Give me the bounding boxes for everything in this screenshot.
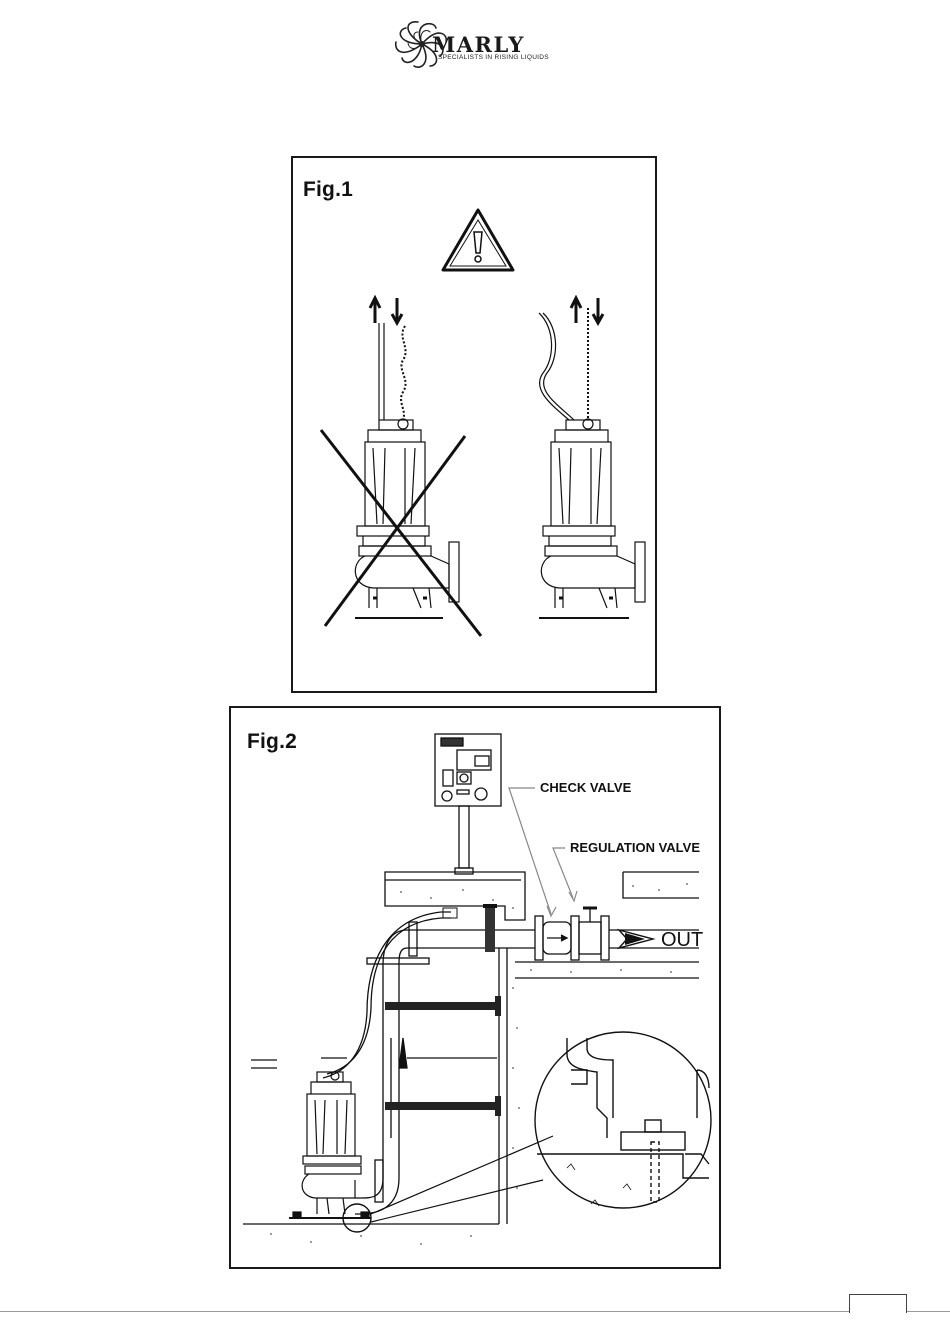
submersible-pump <box>289 1072 371 1218</box>
leader-lines <box>509 788 573 914</box>
prohibited-cross-icon <box>321 430 481 636</box>
marly-logo: MARLY SPECIALISTS IN RISING LIQUIDS <box>392 18 562 70</box>
water-level <box>251 1058 497 1068</box>
discharge-pipe <box>409 908 699 960</box>
pump-lifted-by-chain-correct <box>539 298 645 618</box>
outlet-label: OUT <box>661 929 703 951</box>
footer-rule <box>0 1311 950 1312</box>
riser-pipe <box>355 930 429 1214</box>
figure-1-drawing <box>293 158 655 691</box>
figure-2-panel: Fig.2 CHECK VALVE REGULATION VALVE <box>229 706 721 1269</box>
warning-icon <box>443 210 513 270</box>
logo-tagline: SPECIALISTS IN RISING LIQUIDS <box>438 54 549 61</box>
outlet-arrow-icon <box>619 930 653 948</box>
control-panel <box>435 734 501 874</box>
figure-2-drawing: OUT <box>231 708 719 1267</box>
detail-circle <box>535 1032 711 1208</box>
pump-lifted-by-cable-wrong <box>355 298 459 618</box>
pipe-bracket <box>485 906 495 952</box>
page-number-tab <box>849 1294 907 1313</box>
figure-1-panel: Fig.1 <box>291 156 657 693</box>
